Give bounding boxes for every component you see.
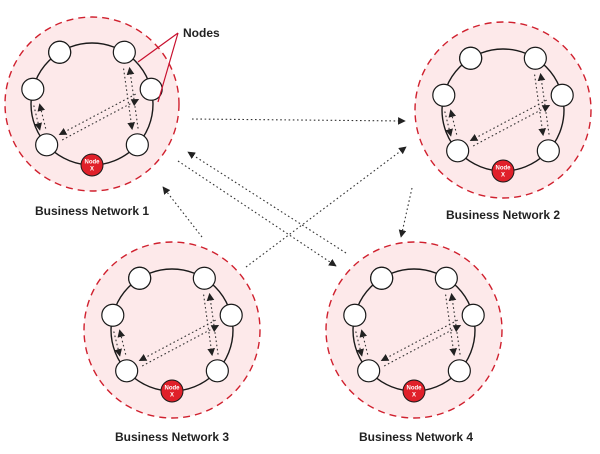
network-1-inner-link-3a — [61, 98, 140, 141]
network-2-node-3 — [550, 83, 574, 107]
network-4-node-8 — [370, 266, 394, 290]
network-2-inner-link-2a — [534, 74, 546, 137]
network-1-node-6 — [35, 133, 59, 157]
network-3-inner-link-3a — [141, 324, 220, 367]
nodes-callout: Nodes — [137, 26, 220, 103]
link-net4-to-net1 — [187, 151, 347, 254]
network-3-inner-link-3b — [138, 319, 216, 362]
link-net1-to-net2 — [191, 117, 406, 125]
network-1-inner-link-1b — [37, 103, 47, 129]
network-2-node-4 — [536, 139, 560, 163]
network-1-inner-link-1a — [33, 105, 42, 131]
network-1-node-7 — [21, 77, 45, 101]
network-4-node-4 — [447, 359, 471, 383]
network-4-inner-link-1a — [355, 331, 364, 357]
network-2-inner-link-3a — [472, 104, 551, 147]
network-2-inner-link-2b — [537, 72, 550, 135]
network-3-inner-link-1b — [117, 329, 127, 355]
network-2-node-6 — [446, 139, 470, 163]
callout-line-2 — [157, 32, 179, 103]
network-3-node-7 — [101, 303, 125, 327]
network-3-node-3 — [219, 303, 243, 327]
callout-line-1 — [137, 32, 179, 63]
network-2-node-x — [491, 159, 515, 183]
network-3-node-4 — [205, 359, 229, 383]
network-3-node-2 — [192, 266, 216, 290]
network-4-inner-link-2a — [445, 294, 457, 357]
network-1-node-x — [80, 153, 104, 177]
network-2-inner-link-1a — [444, 111, 453, 137]
network-4-node-3 — [461, 303, 485, 327]
network-1-node-2 — [112, 40, 136, 64]
network-1-inner-link-2b — [126, 66, 139, 129]
network-1-inner-link-2a — [123, 68, 135, 131]
network-1-node-4 — [125, 133, 149, 157]
network-4-label: Business Network 4 — [359, 430, 473, 444]
link-net2-to-net4 — [398, 187, 413, 238]
network-4-inner-link-3b — [380, 319, 458, 362]
network-2-label: Business Network 2 — [446, 208, 560, 222]
inter-network-links — [162, 117, 413, 268]
nodes-callout-label: Nodes — [183, 26, 220, 40]
network-4-node-6 — [357, 359, 381, 383]
network-4-inner-link-2b — [448, 292, 461, 355]
network-3-inner-link-1a — [113, 331, 122, 357]
network-4-node-2 — [434, 266, 458, 290]
network-3-node-8 — [128, 266, 152, 290]
network-1-node-8 — [48, 40, 72, 64]
network-3-inner-link-2b — [206, 292, 219, 355]
network-2-node-7 — [432, 83, 456, 107]
network-4-node-7 — [343, 303, 367, 327]
network-4-inner-link-1b — [359, 329, 369, 355]
network-1-inner-link-3b — [58, 93, 136, 136]
network-1-label: Business Network 1 — [35, 204, 149, 218]
network-3-node-6 — [115, 359, 139, 383]
network-3-label: Business Network 3 — [115, 430, 229, 444]
link-net3-to-net1 — [162, 186, 203, 238]
network-3-node-x — [160, 379, 184, 403]
network-2-node-2 — [523, 46, 547, 70]
network-4-node-x — [402, 379, 426, 403]
network-2-inner-link-3b — [469, 99, 547, 142]
network-2-inner-link-1b — [448, 109, 458, 135]
network-2-node-8 — [459, 46, 483, 70]
network-4-inner-link-3a — [383, 324, 462, 367]
network-3-inner-link-2a — [203, 294, 215, 357]
